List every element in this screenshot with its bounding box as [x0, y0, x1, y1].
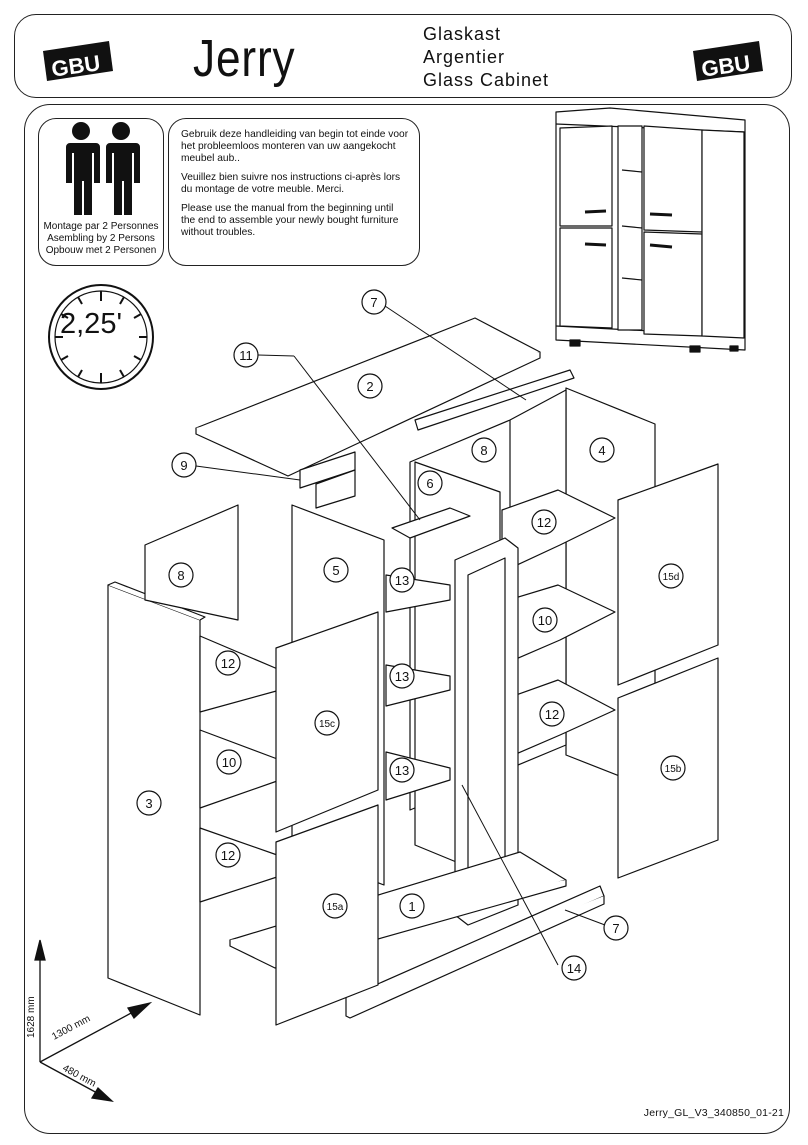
callout-14: 14	[561, 955, 587, 981]
svg-text:2: 2	[366, 379, 373, 394]
caption-nl: Opbouw met 2 Personen	[45, 245, 157, 256]
svg-text:15a: 15a	[327, 902, 344, 913]
callout-8-back: 8	[471, 437, 497, 463]
instruction-nl: Gebruik deze handleiding van begin tot e…	[181, 129, 409, 164]
svg-text:13: 13	[395, 763, 409, 778]
main-frame	[24, 104, 790, 1134]
dim-height: 1628 mm	[26, 996, 37, 1038]
subtitle-en: Glass Cabinet	[423, 70, 550, 90]
callout-13-b: 13	[389, 663, 415, 689]
caption-fr: Montage par 2 Personnes	[43, 221, 159, 232]
caption-en: Asembling by 2 Persons	[47, 233, 155, 244]
two-persons-icon	[66, 122, 140, 215]
callout-11: 11	[233, 342, 259, 368]
callout-6: 6	[417, 470, 443, 496]
svg-text:12: 12	[545, 707, 559, 722]
svg-text:12: 12	[221, 848, 235, 863]
callout-4: 4	[589, 437, 615, 463]
clock-icon	[48, 284, 154, 390]
assembly-time: 2,25'	[60, 308, 122, 340]
callout-12-r2: 12	[539, 701, 565, 727]
svg-text:13: 13	[395, 669, 409, 684]
callout-12-l1: 12	[215, 650, 241, 676]
svg-text:15d: 15d	[663, 572, 680, 583]
callout-10-l: 10	[216, 749, 242, 775]
callout-7-top: 7	[361, 289, 387, 315]
callout-7-bottom: 7	[603, 915, 629, 941]
subtitle-fr: Argentier	[423, 47, 506, 67]
instruction-en: Please use the manual from the beginning…	[181, 203, 399, 238]
svg-text:9: 9	[180, 458, 187, 473]
callout-8-left: 8	[168, 562, 194, 588]
callout-13-c: 13	[389, 757, 415, 783]
callout-15c: 15c	[314, 710, 340, 736]
callout-12-r1: 12	[531, 509, 557, 535]
dim-width: 1300 mm	[50, 1013, 92, 1042]
persons-box: Montage par 2 Personnes Asembling by 2 P…	[38, 118, 164, 266]
header-frame: GBU Jerry Glaskast Argentier Glass Cabin…	[14, 14, 792, 98]
svg-text:5: 5	[332, 563, 339, 578]
callout-15a: 15a	[322, 893, 348, 919]
svg-text:15b: 15b	[665, 764, 682, 775]
instruction-fr: Veuillez bien suivre nos instructions ci…	[181, 172, 401, 195]
product-title: Jerry	[193, 30, 296, 88]
finished-cabinet-thumbnail	[555, 107, 746, 353]
gbu-logo-left: GBU	[43, 41, 113, 82]
callout-12-l2: 12	[215, 842, 241, 868]
svg-text:7: 7	[370, 295, 377, 310]
callout-5: 5	[323, 557, 349, 583]
svg-text:7: 7	[612, 921, 619, 936]
subtitle-nl: Glaskast	[423, 24, 502, 44]
svg-text:3: 3	[145, 796, 152, 811]
callout-10-r: 10	[532, 607, 558, 633]
svg-text:14: 14	[567, 961, 581, 976]
svg-text:11: 11	[239, 348, 253, 363]
svg-text:8: 8	[480, 443, 487, 458]
callout-13-a: 13	[389, 567, 415, 593]
svg-text:12: 12	[221, 656, 235, 671]
instructions-box: Gebruik deze handleiding van begin tot e…	[168, 118, 420, 266]
persons-caption: Montage par 2 Personnes Asembling by 2 P…	[39, 221, 163, 257]
svg-text:4: 4	[598, 443, 605, 458]
gbu-logo-right: GBU	[693, 41, 763, 82]
svg-text:15c: 15c	[319, 719, 335, 730]
callout-9: 9	[171, 452, 197, 478]
callout-3: 3	[136, 790, 162, 816]
svg-text:10: 10	[222, 755, 236, 770]
product-subtitles: Glaskast Argentier Glass Cabinet	[423, 23, 549, 92]
svg-text:8: 8	[177, 568, 184, 583]
svg-text:1: 1	[408, 899, 415, 914]
callout-15b: 15b	[660, 755, 686, 781]
svg-text:10: 10	[538, 613, 552, 628]
svg-text:12: 12	[537, 515, 551, 530]
callout-15d: 15d	[658, 563, 684, 589]
document-code: Jerry_GL_V3_340850_01-21	[643, 1107, 784, 1119]
svg-text:13: 13	[395, 573, 409, 588]
svg-text:6: 6	[426, 476, 433, 491]
callout-1: 1	[399, 893, 425, 919]
callout-2: 2	[357, 373, 383, 399]
